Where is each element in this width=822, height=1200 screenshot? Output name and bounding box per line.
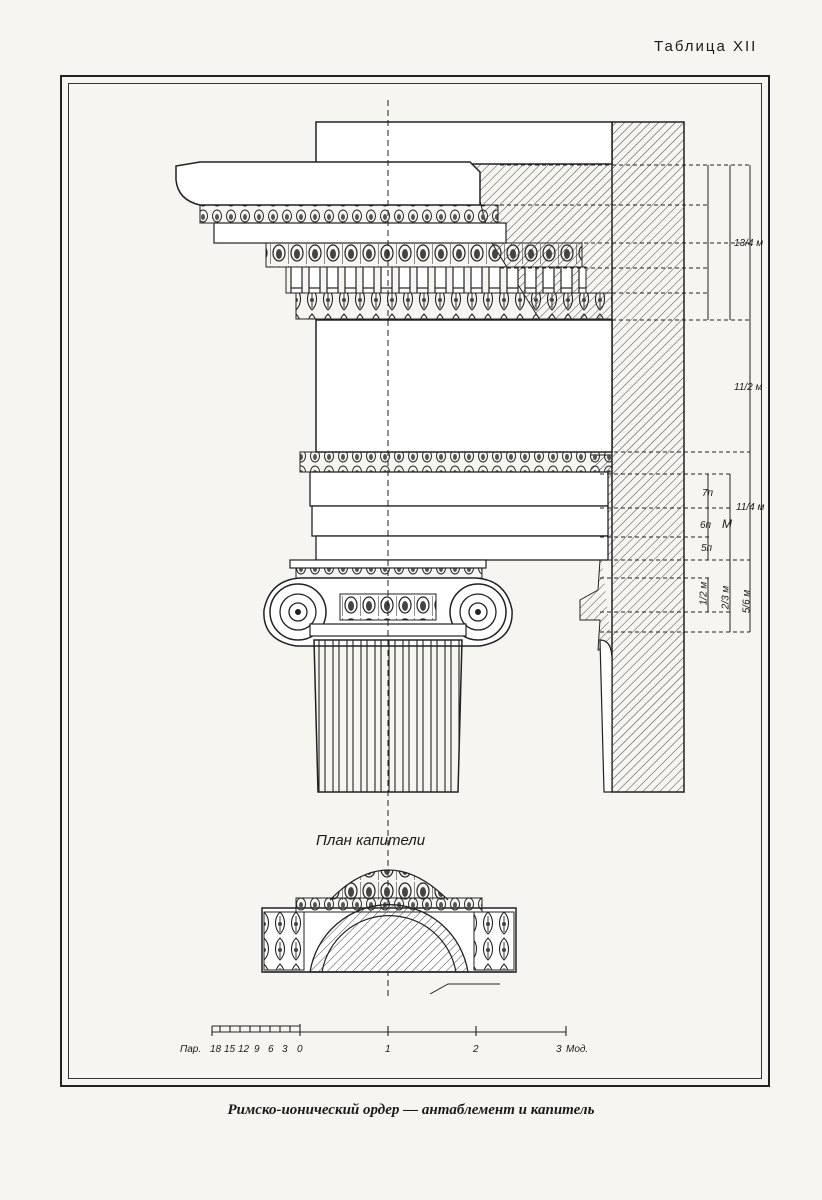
scale-part-15: 15 bbox=[224, 1044, 236, 1055]
outer-frame bbox=[60, 75, 770, 1087]
cornice bbox=[175, 121, 613, 320]
dim-module: М bbox=[722, 517, 732, 531]
capital-plan bbox=[261, 869, 517, 995]
scale-module-2: 2 bbox=[473, 1044, 479, 1055]
dimension-lines bbox=[500, 164, 751, 633]
plan-title: План капители bbox=[316, 832, 426, 849]
scale-part-9: 9 bbox=[254, 1044, 260, 1055]
scale-module-3: 3 bbox=[556, 1044, 562, 1055]
dim-fascia-mid: 6п bbox=[700, 520, 712, 531]
scale-part-0: 0 bbox=[297, 1044, 303, 1055]
plate-number: Таблица XII bbox=[654, 38, 758, 55]
plate-caption: Римско-ионический ордер — антаблемент и … bbox=[227, 1102, 595, 1118]
architrave bbox=[299, 451, 613, 561]
scale-part-3: 3 bbox=[282, 1044, 288, 1055]
scale-unit: Мод. bbox=[566, 1044, 589, 1055]
scale-bar bbox=[211, 1024, 567, 1036]
dim-cap-1: 1/2 м bbox=[698, 581, 710, 606]
scale-part-12: 12 bbox=[238, 1044, 250, 1055]
scale-parts-label: Пар. bbox=[180, 1044, 202, 1055]
column-profile bbox=[599, 639, 613, 793]
dim-fascia-low: 5п bbox=[701, 543, 713, 554]
dim-frieze: 11/2 м bbox=[734, 382, 763, 393]
dim-cap-3: 5/6 м bbox=[741, 589, 753, 614]
scale-module-1: 1 bbox=[385, 1044, 391, 1055]
dim-fascia-top: 7п bbox=[702, 488, 714, 499]
frieze bbox=[315, 319, 613, 453]
dim-cap-2: 2/3 м bbox=[720, 585, 732, 610]
dim-cornice: 13/4 м bbox=[734, 238, 764, 249]
scale-part-6: 6 bbox=[268, 1044, 274, 1055]
inner-frame bbox=[68, 83, 762, 1079]
scale-part-18: 18 bbox=[210, 1044, 222, 1055]
dim-architrave: 11/4 м bbox=[736, 502, 765, 513]
